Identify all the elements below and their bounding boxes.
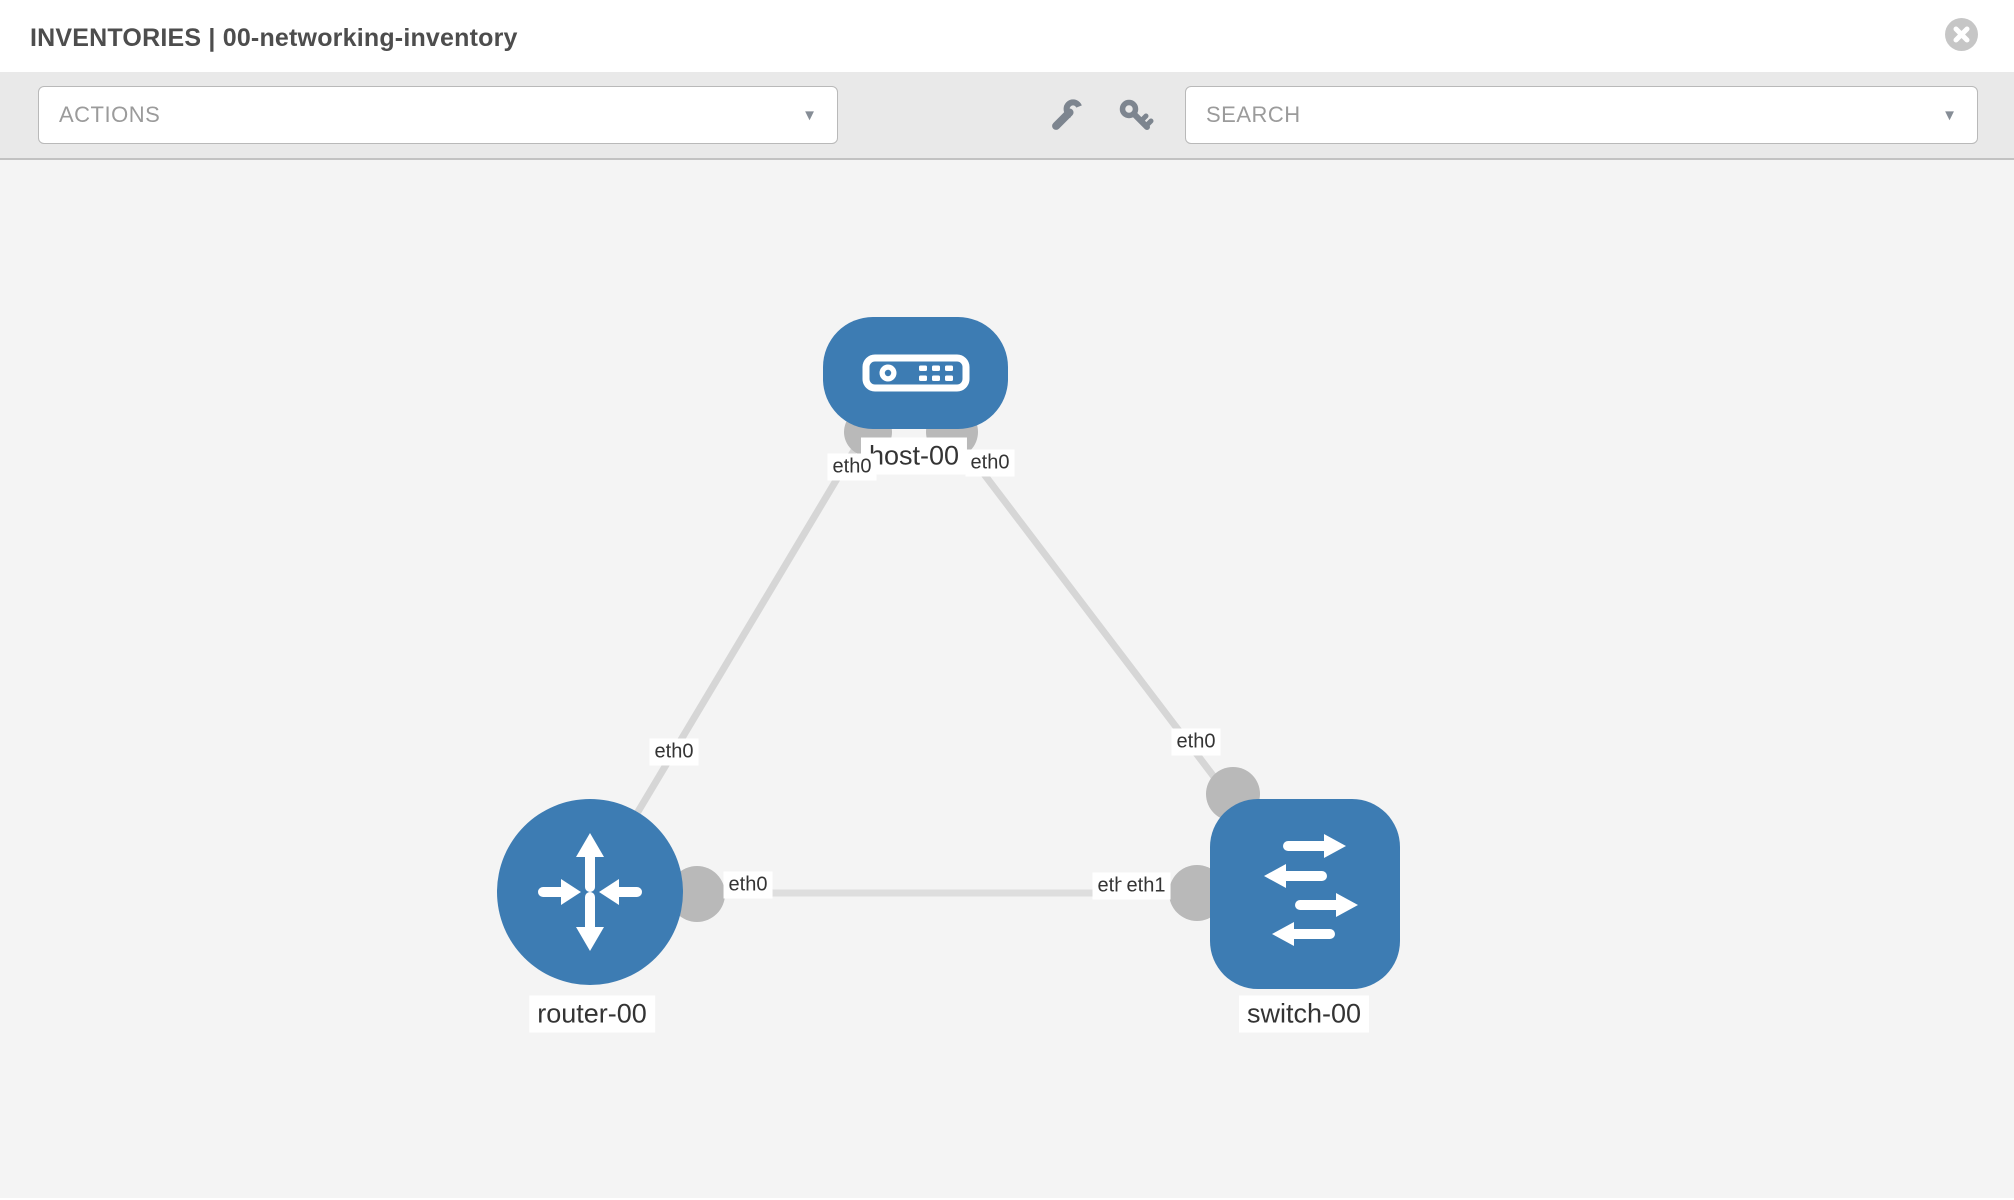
close-button[interactable] — [1945, 18, 1978, 51]
interface-label-switch-left-eth1: eth1 — [1121, 872, 1171, 900]
close-icon — [1953, 26, 1970, 43]
toolbar: ACTIONS ▼ SEARCH ▼ — [0, 72, 2014, 160]
interface-label-host-left: eth0 — [827, 453, 877, 481]
key-icon — [1119, 99, 1154, 130]
breadcrumb-section: INVENTORIES — [30, 24, 202, 52]
port-circle-router-right — [669, 866, 725, 922]
switch-icon — [1264, 834, 1358, 946]
topology-canvas[interactable]: host-00 router-00 switch-00 eth0 eth0 et… — [0, 160, 2014, 1198]
page-title: INVENTORIES | 00-networking-inventory — [30, 0, 518, 72]
router-icon — [538, 833, 642, 951]
interface-label-host-right: eth0 — [965, 449, 1015, 477]
panel-header: INVENTORIES | 00-networking-inventory — [0, 0, 2014, 72]
search-dropdown[interactable]: SEARCH ▼ — [1185, 86, 1978, 144]
node-host-00[interactable] — [823, 317, 1008, 429]
breadcrumb-separator: | — [201, 24, 223, 52]
node-label-switch: switch-00 — [1238, 995, 1370, 1033]
node-switch-00[interactable] — [1210, 799, 1400, 989]
chevron-down-icon: ▼ — [802, 106, 817, 124]
topology-links-layer — [586, 406, 1306, 922]
interface-label-host-switch-link: eth0 — [1171, 728, 1221, 756]
host-icon — [862, 354, 969, 392]
interface-label-router-right: eth0 — [723, 871, 773, 899]
wrench-icon — [1052, 99, 1083, 130]
node-router-00[interactable] — [497, 799, 683, 985]
breadcrumb-inventory-name: 00-networking-inventory — [222, 24, 518, 52]
actions-dropdown[interactable]: ACTIONS ▼ — [38, 86, 838, 144]
actions-dropdown-placeholder: ACTIONS — [59, 102, 161, 127]
credentials-button[interactable] — [1116, 96, 1156, 136]
search-placeholder: SEARCH — [1206, 102, 1301, 127]
configure-tools-button[interactable] — [1046, 96, 1086, 136]
interface-label-router-host-link: eth0 — [649, 738, 699, 766]
node-label-router: router-00 — [529, 995, 655, 1033]
node-label-host: host-00 — [860, 437, 968, 475]
chevron-down-icon: ▼ — [1942, 106, 1957, 124]
